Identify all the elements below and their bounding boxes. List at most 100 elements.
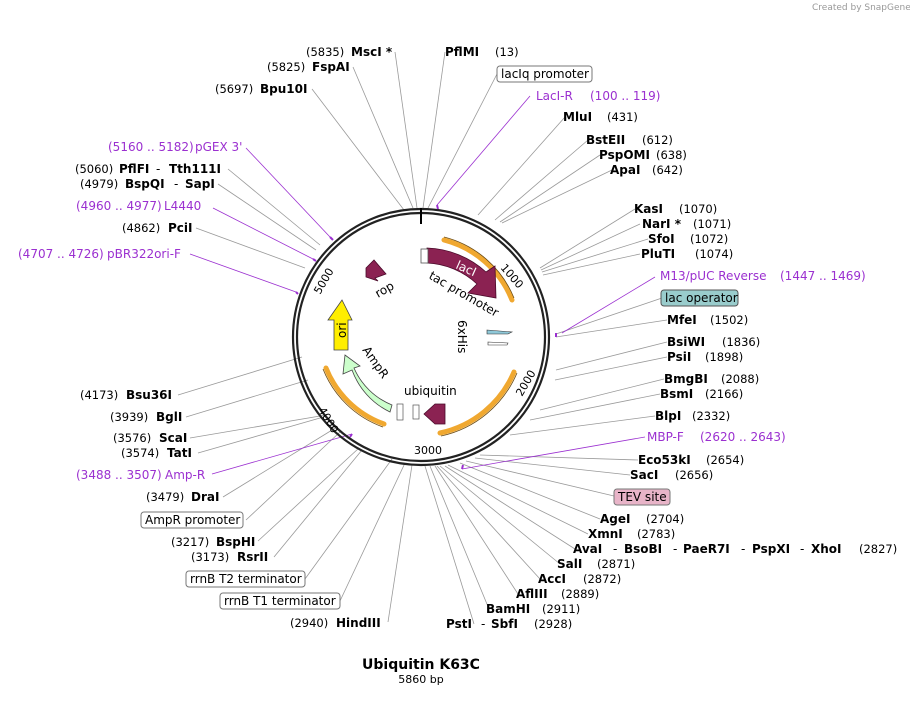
site-hindIII-pos: (2940) — [290, 616, 328, 630]
site-apaI: ApaI — [610, 163, 640, 177]
tev-site-feature[interactable] — [412, 404, 420, 420]
ampR-label: AmpR — [360, 344, 392, 381]
snapgene-watermark: Created by SnapGene — [812, 3, 910, 13]
site-bglI: BglI — [156, 410, 182, 424]
tev-site-label: TEV site — [617, 490, 667, 504]
primer-mbpF-pos: (2620 .. 2643) — [700, 430, 786, 444]
site-mscI: MscI * — [351, 45, 393, 59]
site-pluTI-pos: (1074) — [695, 247, 733, 261]
site-bsiWI-pos: (1836) — [722, 335, 760, 349]
site-fspAI: FspAI — [312, 60, 350, 74]
site-blpI-pos: (2332) — [692, 409, 730, 423]
lac-operator-box[interactable] — [660, 289, 739, 307]
tev-site-box[interactable] — [613, 488, 671, 506]
site-sfoI-pos: (1072) — [690, 232, 728, 246]
ubiquitin-feature[interactable] — [423, 403, 446, 425]
site-rsrII: RsrII — [237, 550, 268, 564]
primer-lacIR: LacI-R — [536, 89, 573, 103]
his-tag-feature[interactable] — [487, 341, 509, 346]
site-mscI-pos: (5835) — [306, 45, 344, 59]
rop-feature[interactable] — [365, 259, 387, 282]
site-pciI-pos: (4862) — [122, 221, 160, 235]
site-kasI: KasI — [634, 202, 663, 216]
primer-pGEX3-pos: (5160 .. 5182) — [108, 140, 194, 154]
ampR-promoter-box[interactable] — [140, 511, 244, 529]
ori-feature[interactable] — [327, 299, 353, 351]
lacI-feature[interactable] — [426, 247, 497, 299]
site-scaI-pos: (3576) — [113, 431, 151, 445]
plasmid-length: 5860 bp — [398, 673, 443, 686]
primer-m13: M13/pUC Reverse — [660, 269, 767, 283]
site-aflIII-pos: (2889) — [561, 587, 599, 601]
site-bspHI-pos: (3217) — [171, 535, 209, 549]
primer-l4440-pos: (4960 .. 4977) — [76, 199, 162, 213]
site-bmgBI: BmgBI — [664, 372, 708, 386]
site-xhoI-pos: (2827) — [859, 542, 897, 556]
site-separator: - — [613, 542, 617, 556]
site-draI-pos: (3479) — [146, 490, 184, 504]
site-mluI: MluI — [563, 110, 592, 124]
site-bspQI: BspQI — [125, 177, 165, 191]
primer-l4440: L4440 — [164, 199, 201, 213]
rrnB-T2-box[interactable] — [185, 570, 306, 588]
rrnB-T1-box[interactable] — [219, 592, 341, 610]
tick-4000: 4000 — [315, 405, 341, 436]
site-tth111I: Tth111I — [169, 162, 221, 176]
site-bstEII: BstEII — [586, 133, 625, 147]
site-xhoI: XhoI — [811, 542, 842, 556]
site-accI: AccI — [538, 572, 566, 586]
site-psiI: PsiI — [667, 350, 691, 364]
site-draI: DraI — [191, 490, 219, 504]
rop-label: rop — [373, 279, 397, 301]
primer-ampR: Amp-R — [165, 468, 205, 482]
lacIq-promoter-box[interactable] — [496, 65, 593, 83]
site-accI-pos: (2872) — [583, 572, 621, 586]
connector-lines — [177, 51, 668, 625]
site-bsmI-pos: (2166) — [705, 387, 743, 401]
primer-lines — [189, 95, 656, 475]
site-bglI-pos: (3939) — [110, 410, 148, 424]
site-sacI: SacI — [630, 468, 658, 482]
site-pflFI-pos: (5060) — [75, 162, 113, 176]
site-avaI: AvaI — [573, 542, 602, 556]
lac-operator-feature[interactable] — [486, 329, 514, 335]
site-mluI-pos: (431) — [607, 110, 638, 124]
site-pflFI: PflFI — [119, 162, 149, 176]
site-xmnI: XmnI — [588, 527, 623, 541]
site-bstEII-pos: (612) — [642, 133, 673, 147]
site-sapI: SapI — [185, 177, 215, 191]
site-bamHI-pos: (2911) — [542, 602, 580, 616]
site-narI-pos: (1071) — [693, 217, 731, 231]
site-pspOMI: PspOMI — [599, 148, 650, 162]
ampR-feature[interactable] — [342, 354, 393, 413]
site-sbfI-pos: (2928) — [534, 617, 572, 631]
site-eco53kI: Eco53kI — [638, 453, 691, 467]
site-pflMI: PflMI — [445, 45, 479, 59]
site-separator: - — [741, 542, 745, 556]
site-mfeI: MfeI — [667, 313, 697, 327]
site-salI-pos: (2871) — [597, 557, 635, 571]
primer-m13-pos: (1447 .. 1469) — [780, 269, 866, 283]
site-bsu36I-pos: (4173) — [80, 388, 118, 402]
site-narI: NarI * — [642, 217, 682, 231]
rrnB-T1-label: rrnB T1 terminator — [224, 594, 336, 608]
site-bsiWI: BsiWI — [667, 335, 705, 349]
site-bmgBI-pos: (2088) — [721, 372, 759, 386]
site-bamHI: BamHI — [486, 602, 530, 616]
lacIq-promoter-feature[interactable] — [420, 248, 429, 264]
site-bsu36I: Bsu36I — [126, 388, 172, 402]
site-tatI-pos: (3574) — [121, 446, 159, 460]
lacIq-promoter-label: lacIq promoter — [501, 67, 589, 81]
rrnB-terminator-feature[interactable] — [396, 403, 404, 421]
site-sacI-pos: (2656) — [675, 468, 713, 482]
site-fspAI-pos: (5825) — [267, 60, 305, 74]
site-separator: - — [673, 542, 677, 556]
site-rsrII-pos: (3173) — [191, 550, 229, 564]
site-sbfI: SbfI — [491, 617, 518, 631]
site-pstI: PstI — [446, 617, 472, 631]
orf-arc-outlines — [322, 236, 518, 437]
primer-pGEX3: pGEX 3' — [195, 140, 242, 154]
site-psiI-pos: (1898) — [705, 350, 743, 364]
site-pflMI-pos: (13) — [495, 45, 519, 59]
